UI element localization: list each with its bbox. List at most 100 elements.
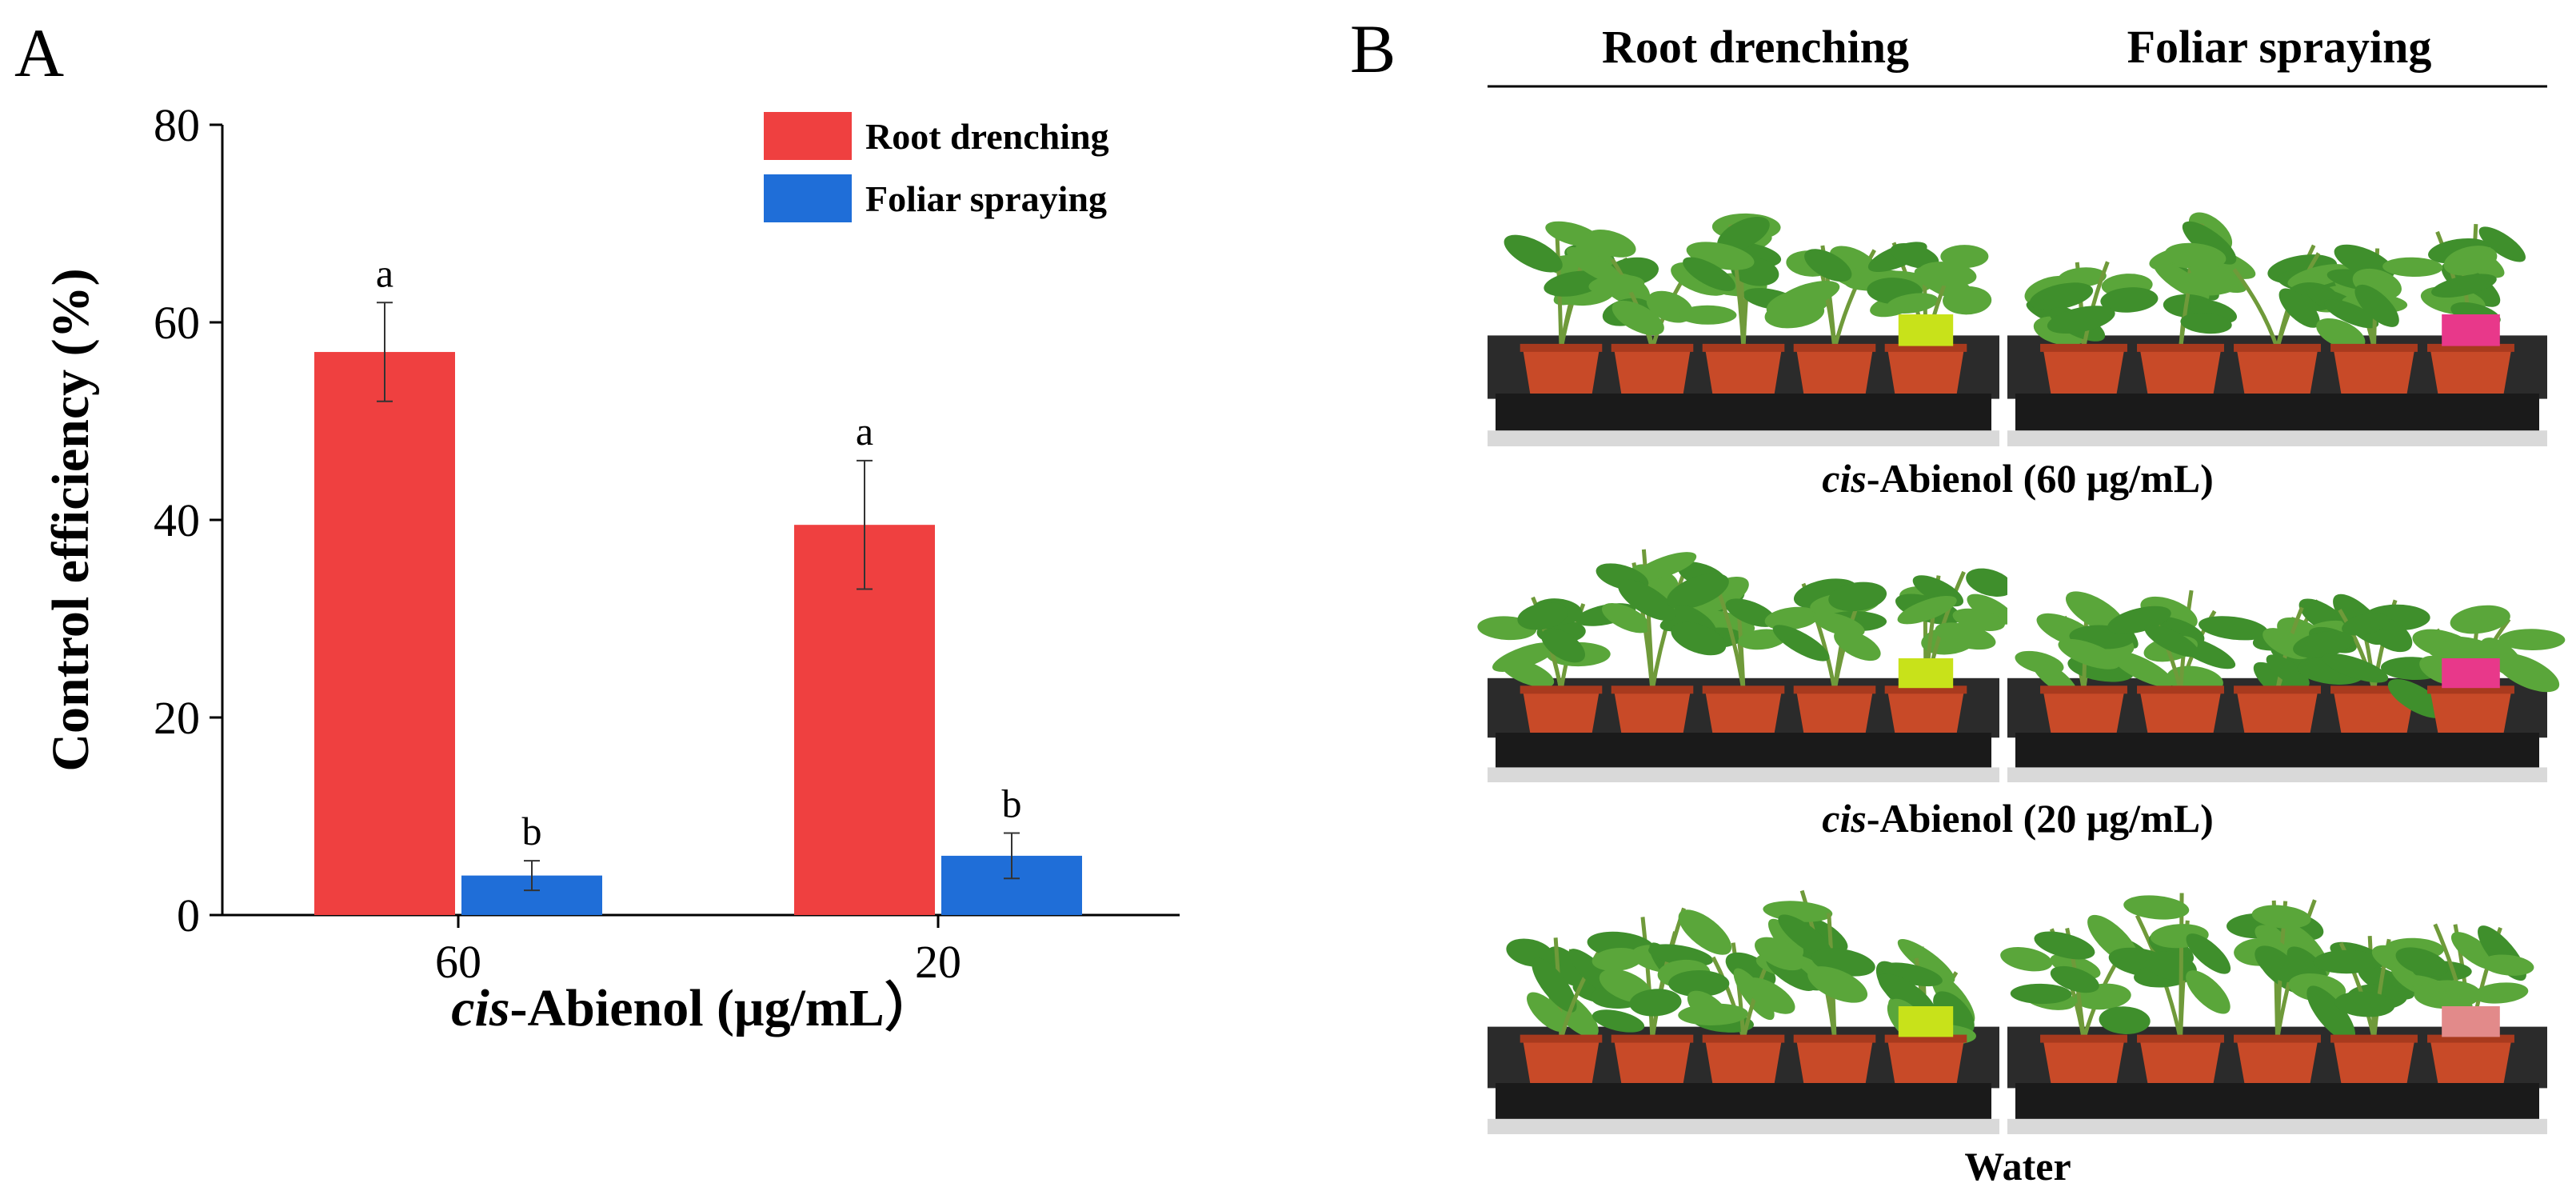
flower-pot xyxy=(1887,690,1964,733)
pot-rim xyxy=(2040,1034,2127,1043)
plant-leaf xyxy=(1725,598,1777,627)
plant-leaf xyxy=(1943,286,1992,315)
plant-stem xyxy=(1640,917,1655,1040)
tray xyxy=(2015,394,2539,436)
plant-leaf xyxy=(1635,552,1697,581)
pot-rim xyxy=(1884,1034,1967,1043)
bench xyxy=(2007,430,2547,446)
plant-leaf xyxy=(1897,595,1957,625)
plant-leaf xyxy=(2316,318,2366,350)
plant-leaf xyxy=(1666,573,1729,609)
plant-leaf xyxy=(2099,1006,2151,1034)
plant-leaf xyxy=(2100,287,2159,313)
plant-leaf xyxy=(2414,980,2482,1009)
plant-leaf xyxy=(1678,1003,1749,1025)
plant-leaf xyxy=(1744,977,1795,1014)
plant-leaf xyxy=(1834,629,1880,661)
bar xyxy=(794,525,935,915)
plant-leaf xyxy=(1648,944,1714,967)
pot-rim xyxy=(2137,343,2224,352)
plant-leaf xyxy=(1566,246,1623,285)
plant-leaf xyxy=(2473,982,2529,1004)
tray xyxy=(1496,394,1991,436)
plant-leaf xyxy=(2498,629,2566,650)
plant-leaf xyxy=(1678,909,1732,955)
plant-leaf xyxy=(2047,306,2115,334)
y-tick-label: 20 xyxy=(154,692,200,744)
x-tick-label: 60 xyxy=(435,936,481,988)
pot-rim xyxy=(2330,343,2418,352)
plant-leaf xyxy=(2387,678,2446,718)
plant-label-tag xyxy=(1898,314,1954,346)
plant-leaf xyxy=(2034,931,2095,960)
plant-leaf xyxy=(1545,221,1600,247)
bench xyxy=(2007,1118,2547,1134)
bar xyxy=(314,352,455,915)
pot-rim xyxy=(1884,685,1967,694)
pot-rim xyxy=(1793,685,1876,694)
flower-pot xyxy=(1887,1039,1964,1083)
plant-leaf xyxy=(2478,226,2526,262)
significance-label: a xyxy=(376,250,393,295)
pot-rim xyxy=(1702,1034,1785,1043)
plant-leaf xyxy=(2186,933,2231,974)
panel-label-b: B xyxy=(1350,10,1396,87)
bench xyxy=(1488,1118,1999,1134)
flower-pot xyxy=(1796,348,1873,394)
plant-leaf xyxy=(1935,622,1996,650)
pot-rim xyxy=(2137,1034,2224,1043)
tray xyxy=(1496,1083,1991,1125)
plant-leaf xyxy=(1717,216,1770,252)
plant-label-tag xyxy=(1898,1006,1954,1037)
plant-label-tag xyxy=(1898,658,1954,689)
plant-photo xyxy=(2007,182,2547,446)
plant-leaf xyxy=(2029,282,2094,310)
panel-label-a: A xyxy=(14,14,64,91)
plant-leaf xyxy=(1828,582,1887,612)
plant-leaf xyxy=(2180,313,2232,334)
plant-leaf xyxy=(1527,992,1568,1033)
photo-caption: Water xyxy=(1964,1144,2071,1189)
plant-leaf xyxy=(1878,973,1935,1017)
plant-leaf xyxy=(2354,284,2399,327)
plant-leaf xyxy=(2123,895,2190,920)
plant-leaf xyxy=(1678,305,1737,325)
y-tick-label: 0 xyxy=(177,889,200,941)
flower-pot xyxy=(1705,1039,1782,1083)
y-axis-title: Control efficiency (%) xyxy=(42,268,100,771)
plant-leaf xyxy=(1588,274,1645,295)
pot-rim xyxy=(2330,1034,2418,1043)
plant-leaf xyxy=(1611,300,1664,336)
plant-photo xyxy=(1488,182,1999,446)
plant-leaf xyxy=(2342,613,2390,636)
legend-swatch-foliar xyxy=(764,174,852,222)
pot-rim xyxy=(2427,343,2514,352)
photo-column-root: Root drenching xyxy=(1602,21,1909,73)
flower-pot xyxy=(2139,348,2222,394)
bench xyxy=(1488,430,1999,446)
plant-label-tag xyxy=(2442,658,2500,689)
plant-leaf xyxy=(2050,965,2099,993)
flower-pot xyxy=(1887,348,1964,394)
flower-pot xyxy=(1523,690,1600,733)
plant-leaf xyxy=(1764,299,1825,329)
flower-pot xyxy=(2139,690,2222,733)
legend-label-foliar: Foliar spraying xyxy=(865,178,1107,219)
flower-pot xyxy=(1705,348,1782,394)
plant-leaf xyxy=(1829,246,1879,278)
pot-rim xyxy=(2234,1034,2321,1043)
plant-leaf xyxy=(2412,629,2474,659)
plant-leaf xyxy=(1772,625,1830,661)
y-tick-label: 80 xyxy=(154,99,200,151)
flower-pot xyxy=(2236,690,2318,733)
pot-rim xyxy=(1702,343,1785,352)
plant-leaf xyxy=(1966,568,2014,597)
plant-leaf xyxy=(2431,274,2497,298)
plant-leaf xyxy=(2058,638,2120,669)
photo-caption: cis-Abienol (20 μg/mL) xyxy=(1822,796,2213,841)
significance-label: a xyxy=(856,409,873,454)
pot-rim xyxy=(2234,685,2321,694)
plant-leaf xyxy=(1940,245,1989,269)
